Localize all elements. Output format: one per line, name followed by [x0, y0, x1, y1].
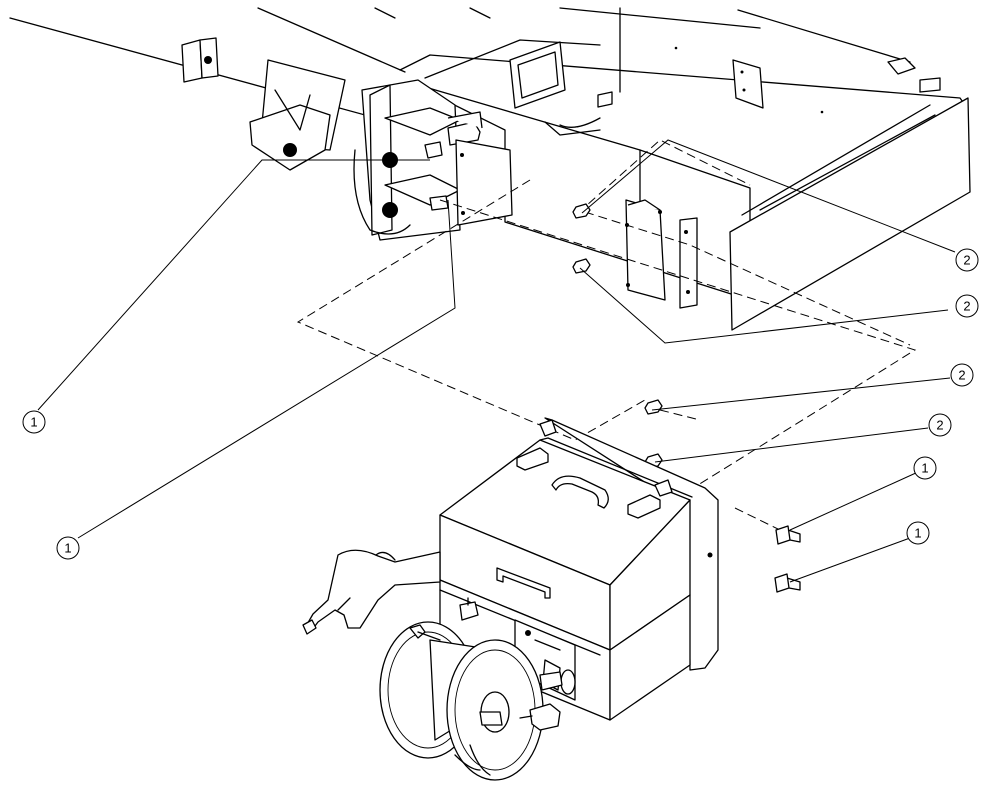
callout-2-nut-lower-1: 2: [950, 363, 974, 387]
hardware-nuts-bolts: [572, 203, 801, 593]
truck-bed-frame: [9, 7, 971, 331]
bolt-2: [774, 573, 801, 593]
callout-number: 2: [936, 418, 943, 433]
callout-2-nut-lower-2: 2: [928, 413, 952, 437]
callout-number: 1: [921, 461, 928, 476]
bolt-1: [775, 525, 801, 545]
callout-2-nut-upper-2: 2: [955, 294, 979, 318]
toolbox-hose-reel-unit: [302, 417, 719, 781]
nut-lower-1: [644, 399, 663, 415]
reel-crank-knob: [529, 703, 561, 731]
callout-1-bolt-lower: 1: [906, 521, 930, 545]
hitch-bracket-assembly: [181, 37, 513, 241]
callout-1-bolt-upper: 1: [913, 456, 937, 480]
callout-number: 2: [958, 368, 965, 383]
callout-1-left-lower: 1: [56, 536, 80, 560]
callout-number: 2: [963, 299, 970, 314]
callout-number: 2: [963, 253, 970, 268]
callout-number: 1: [914, 526, 921, 541]
nut-upper-2: [572, 258, 591, 274]
callout-number: 1: [64, 541, 71, 556]
callout-2-nut-upper-1: 2: [955, 248, 979, 272]
alignment-dashed-lines: [296, 139, 917, 531]
callout-leaders: [37, 139, 956, 583]
spray-gun: [304, 549, 441, 631]
nut-upper-1: [572, 203, 591, 219]
callout-number: 1: [30, 415, 37, 430]
callout-1-left-upper: 1: [22, 410, 46, 434]
